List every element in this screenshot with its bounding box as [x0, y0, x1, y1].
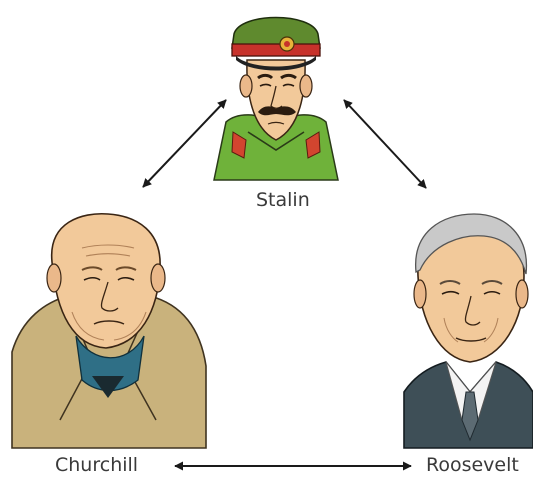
roosevelt-portrait: [403, 213, 533, 449]
stalin-name-label: Stalin: [256, 189, 310, 211]
churchill-portrait: [11, 212, 207, 449]
roosevelt-name-label: Roosevelt: [426, 454, 519, 476]
churchill-name-label: Churchill: [55, 454, 139, 476]
arrow-stalin-churchill: [142, 99, 227, 188]
arrow-stalin-roosevelt: [343, 99, 427, 189]
stalin-portrait: [213, 16, 339, 181]
